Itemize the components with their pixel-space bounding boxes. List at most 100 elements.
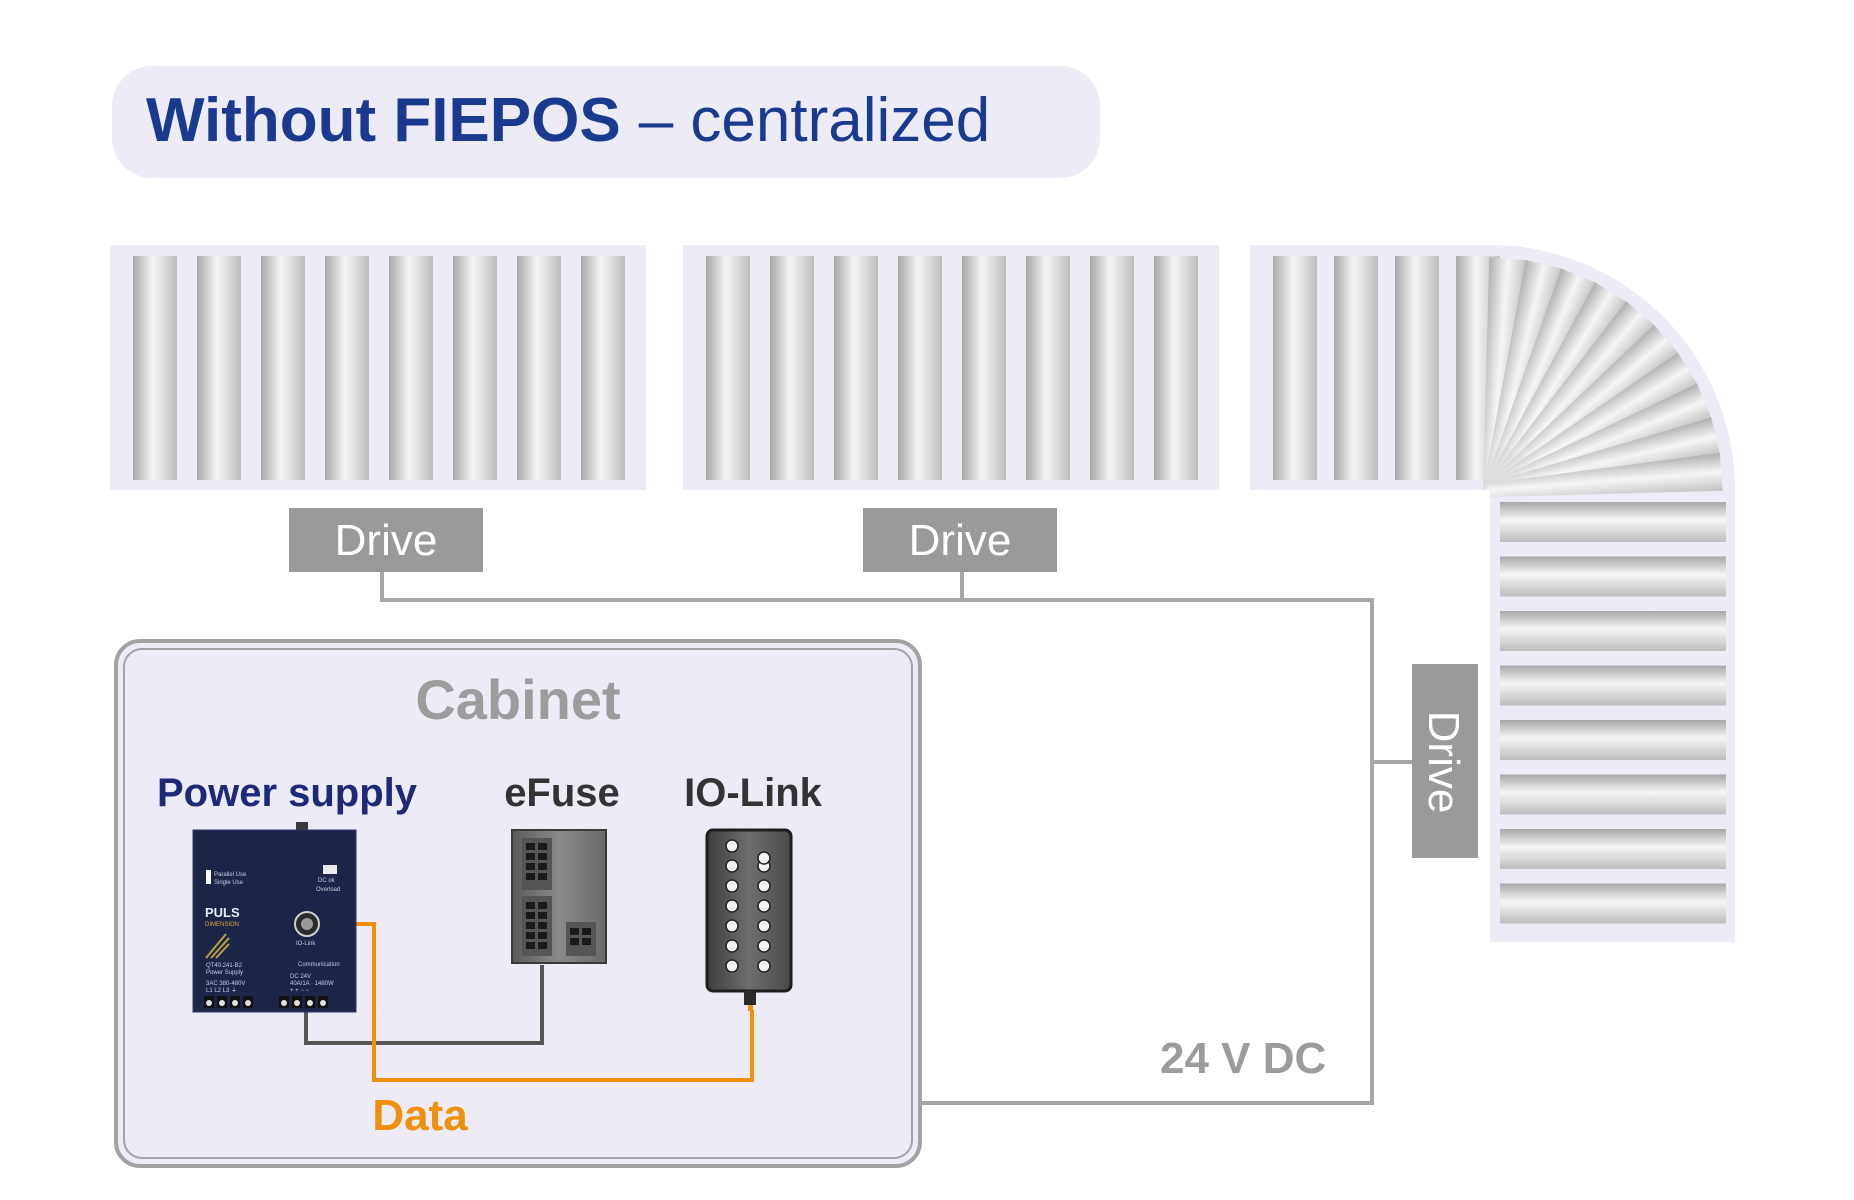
drive-box-2: Drive bbox=[863, 508, 1057, 572]
cabinet-title: Cabinet bbox=[415, 668, 620, 731]
roller bbox=[325, 256, 369, 480]
title-banner: Without FIEPOS– centralized bbox=[112, 66, 1100, 178]
terminal-screw bbox=[307, 1000, 313, 1006]
connector-hole bbox=[538, 922, 547, 929]
connector-hole bbox=[538, 932, 547, 939]
drive-box-3: Drive bbox=[1412, 664, 1478, 858]
connector-hole bbox=[582, 938, 591, 945]
power-line-ps-to-efuse bbox=[304, 965, 544, 1045]
connector-hole bbox=[526, 843, 535, 850]
conveyor-segment-curved bbox=[1250, 245, 1735, 942]
roller bbox=[517, 256, 561, 480]
connector-hole bbox=[538, 902, 547, 909]
ps-input-text: 3AC 380-480V bbox=[206, 981, 245, 987]
roller bbox=[1154, 256, 1198, 480]
ps-sub-brand: DIMENSION bbox=[205, 922, 239, 928]
roller bbox=[1500, 611, 1726, 651]
roller bbox=[898, 256, 942, 480]
roller bbox=[962, 256, 1006, 480]
io-port bbox=[757, 959, 771, 973]
io-port bbox=[725, 899, 739, 913]
conveyor-segment-2 bbox=[683, 245, 1219, 490]
connector-hole bbox=[526, 873, 535, 880]
ps-dc-ok: DC ok bbox=[318, 878, 336, 884]
roller bbox=[1334, 256, 1378, 480]
roller bbox=[1500, 556, 1726, 597]
connector-hole bbox=[526, 863, 535, 870]
roller bbox=[1500, 665, 1726, 706]
drive-label-2: Drive bbox=[909, 516, 1012, 565]
ps-input-terminals: L1 L2 L3 ⏚ bbox=[206, 987, 237, 994]
terminal-screw bbox=[320, 1000, 326, 1006]
roller bbox=[1500, 774, 1726, 815]
roller bbox=[770, 256, 814, 480]
terminal-screw bbox=[219, 1000, 225, 1006]
roller bbox=[1500, 720, 1726, 760]
io-port bbox=[757, 919, 771, 933]
efuse-device bbox=[511, 829, 607, 964]
title-main: Without FIEPOS bbox=[146, 86, 621, 155]
roller bbox=[1489, 452, 1723, 497]
ps-iolink-text: IO-Link bbox=[296, 941, 316, 947]
connector-hole bbox=[538, 853, 547, 860]
connector-hole bbox=[538, 843, 547, 850]
io-port bbox=[725, 879, 739, 893]
drive-box-1: Drive bbox=[289, 508, 483, 572]
ps-logo-stripes bbox=[205, 933, 230, 959]
connector-hole bbox=[526, 942, 535, 949]
connector-hole bbox=[526, 932, 535, 939]
ps-brand: PULS bbox=[205, 905, 240, 920]
io-port bbox=[757, 899, 771, 913]
ps-communication: Communication bbox=[298, 962, 340, 968]
roller bbox=[1500, 883, 1726, 924]
io-port bbox=[725, 939, 739, 953]
terminal-screw bbox=[281, 1000, 287, 1006]
roller bbox=[197, 256, 241, 480]
connector-hole bbox=[582, 928, 591, 935]
io-port bbox=[725, 839, 739, 853]
io-port bbox=[757, 879, 771, 893]
drive-label-1: Drive bbox=[335, 516, 438, 565]
terminal-screw bbox=[232, 1000, 238, 1006]
connector-hole bbox=[538, 863, 547, 870]
roller bbox=[581, 256, 625, 480]
roller bbox=[1395, 256, 1439, 480]
roller bbox=[1090, 256, 1134, 480]
conveyor-segment-1 bbox=[110, 245, 646, 490]
drive-label-3: Drive bbox=[1419, 711, 1468, 814]
connector-hole bbox=[526, 853, 535, 860]
voltage-label: 24 V DC bbox=[1160, 1034, 1326, 1083]
connector-hole bbox=[526, 902, 535, 909]
ps-led-parallel: Parallel Use bbox=[214, 872, 247, 878]
ps-overload: Overload bbox=[316, 887, 340, 893]
ps-led-single: Single Use bbox=[214, 880, 244, 886]
connector-hole bbox=[538, 873, 547, 880]
connector-hole bbox=[570, 928, 579, 935]
roller bbox=[133, 256, 177, 480]
terminal-screw bbox=[206, 1000, 212, 1006]
io-port bbox=[757, 939, 771, 953]
efuse-label: eFuse bbox=[504, 771, 620, 815]
svg-text:Without FIEPOS– centralized: Without FIEPOS– centralized bbox=[146, 86, 990, 155]
connector-hole bbox=[526, 912, 535, 919]
ps-output-rating: 40A/1A · 1480W bbox=[290, 981, 334, 987]
connector-hole bbox=[538, 942, 547, 949]
iolink-label: IO-Link bbox=[684, 771, 823, 815]
io-port bbox=[725, 959, 739, 973]
ps-output-text: DC 24V bbox=[290, 974, 311, 980]
io-port bbox=[725, 919, 739, 933]
roller bbox=[389, 256, 433, 480]
terminal-screw bbox=[245, 1000, 251, 1006]
roller bbox=[1026, 256, 1070, 480]
connector-hole bbox=[526, 922, 535, 929]
io-port bbox=[725, 859, 739, 873]
power-supply-device: Parallel Use Single Use DC ok Overload P… bbox=[192, 822, 357, 1013]
roller bbox=[706, 256, 750, 480]
roller bbox=[1500, 829, 1726, 869]
ps-terminal-block bbox=[204, 996, 328, 1008]
connector-hole bbox=[538, 912, 547, 919]
roller bbox=[261, 256, 305, 480]
iolink-device bbox=[705, 828, 793, 1011]
ps-type: Power Supply bbox=[206, 970, 243, 976]
